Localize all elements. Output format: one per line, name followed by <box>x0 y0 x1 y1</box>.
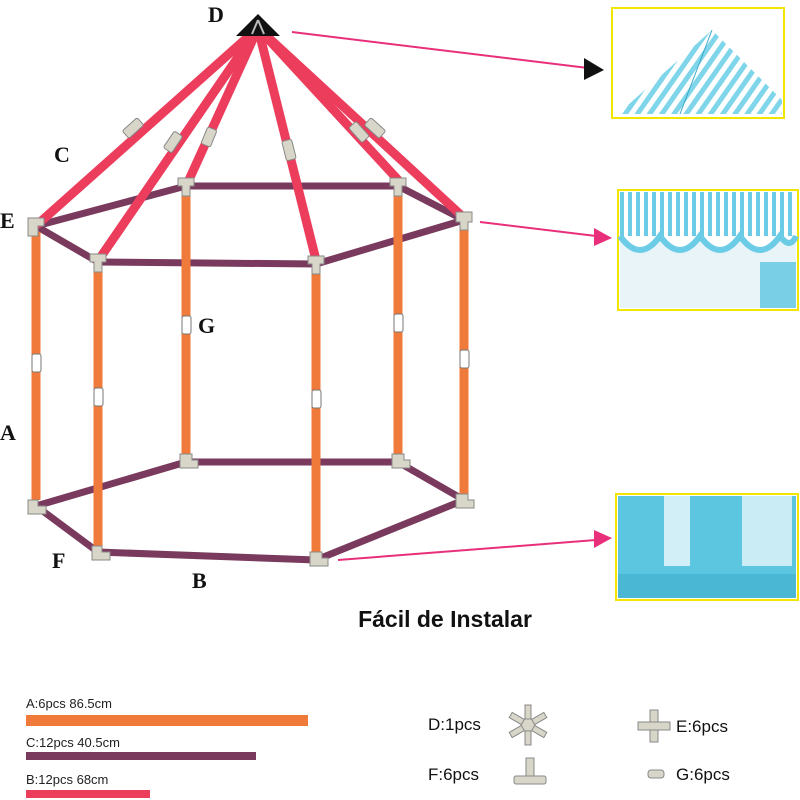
part-label-f: F:6pcs <box>428 765 480 784</box>
legend-label-a: A:6pcs 86.5cm <box>26 696 112 711</box>
purple-poles-bottom <box>32 458 468 564</box>
legend-bar-a <box>26 715 308 726</box>
legend-label-b: B:12pcs 68cm <box>26 772 109 787</box>
cross-connector-icon <box>637 709 671 743</box>
star-connector-icon <box>508 704 548 746</box>
e-corner-connectors <box>27 177 473 275</box>
legend-bar-b <box>26 790 150 798</box>
thumbnail-roof <box>611 7 785 119</box>
label-g: G <box>198 313 215 338</box>
label-e: E <box>0 208 15 233</box>
legend-label-c: C:12pcs 40.5cm <box>26 735 120 750</box>
g-tube-connectors <box>31 313 470 409</box>
part-label-g: G:6pcs <box>676 765 730 784</box>
y-connector-icon <box>513 757 547 785</box>
legend-bar-c <box>26 752 256 760</box>
d-top-connector <box>236 14 280 36</box>
part-label-d: D:1pcs <box>428 715 481 734</box>
label-d: D <box>208 2 224 27</box>
orange-poles <box>31 192 469 554</box>
page-title: Fácil de Instalar <box>358 606 532 632</box>
arrow-to-wall-top <box>479 221 612 246</box>
label-c: C <box>54 142 70 167</box>
label-a: A <box>0 420 16 445</box>
thumbnail-wall-top <box>617 189 799 311</box>
roof-pole-connectors <box>122 117 386 161</box>
part-label-e: E:6pcs <box>676 717 728 736</box>
f-corner-connectors <box>27 453 475 567</box>
purple-poles-top <box>32 182 468 268</box>
thumbnail-wall-bottom <box>615 493 799 601</box>
label-f: F <box>52 548 65 573</box>
arrow-to-wall-bottom <box>337 530 612 561</box>
arrow-to-roof <box>291 31 604 80</box>
label-b: B <box>192 568 207 593</box>
tube-connector-icon <box>647 769 665 779</box>
